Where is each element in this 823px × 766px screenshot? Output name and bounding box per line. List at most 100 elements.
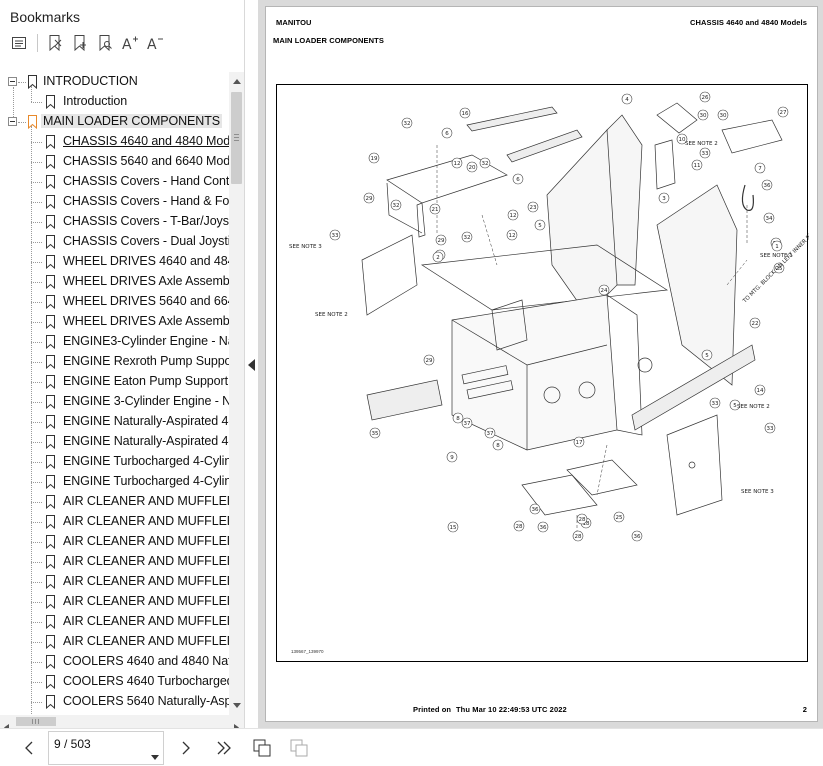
horizontal-scroll-thumb[interactable]: [16, 717, 56, 726]
svg-text:33: 33: [712, 401, 719, 407]
bookmark-item[interactable]: CHASSIS Covers - Hand Contro: [0, 172, 229, 192]
previous-page-icon[interactable]: [18, 737, 40, 759]
vertical-scroll-thumb[interactable]: [231, 92, 242, 184]
chevron-down-icon[interactable]: [151, 747, 159, 765]
bookmark-icon: [45, 395, 56, 414]
scroll-up-icon[interactable]: [229, 74, 244, 89]
bookmark-icon: [45, 535, 56, 554]
svg-text:A: A: [147, 37, 157, 51]
bookmark-item[interactable]: COOLERS 4640 Turbocharged M: [0, 672, 229, 692]
part-callout: 5: [534, 219, 546, 231]
bookmark-item[interactable]: AIR CLEANER AND MUFFLER 48: [0, 572, 229, 592]
reduce-text-icon[interactable]: A: [144, 33, 166, 53]
bookmark-item[interactable]: ENGINE Turbocharged 4-Cylinc: [0, 472, 229, 492]
bookmark-item[interactable]: CHASSIS Covers - Dual Joystick: [0, 232, 229, 252]
diagram-frame: 1632612203219229322112293261223542630302…: [276, 84, 809, 662]
doc-section-title: MAIN LOADER COMPONENTS: [273, 36, 384, 45]
bookmark-item[interactable]: WHEEL DRIVES 4640 and 4840 M: [0, 252, 229, 272]
bookmark-icon: [45, 95, 56, 114]
bookmark-icon: [45, 675, 56, 694]
svg-text:23: 23: [530, 205, 537, 211]
document-viewer[interactable]: MANITOU CHASSIS 4640 and 4840 Models MAI…: [258, 0, 823, 728]
part-callout: 32: [479, 157, 491, 169]
part-callout: 8: [492, 439, 504, 451]
fit-width-icon[interactable]: [288, 737, 310, 759]
bookmark-label: CHASSIS Covers - Hand & Foot: [63, 194, 229, 208]
bookmark-item[interactable]: ENGINE Naturally-Aspirated 4-C: [0, 432, 229, 452]
bookmark-item[interactable]: COOLERS 4640 and 4840 Natura: [0, 652, 229, 672]
diagram-note: SEE NOTE 2: [315, 312, 348, 318]
bookmark-item[interactable]: CHASSIS 5640 and 6640 Models: [0, 152, 229, 172]
bookmark-item[interactable]: WHEEL DRIVES Axle Assembly f: [0, 272, 229, 292]
next-page-icon[interactable]: [175, 737, 197, 759]
svg-text:6: 6: [445, 131, 449, 137]
bookmark-icon: [45, 415, 56, 434]
enlarge-text-icon[interactable]: A: [119, 33, 141, 53]
bookmark-group[interactable]: INTRODUCTION: [0, 72, 229, 92]
svg-text:37: 37: [487, 431, 494, 437]
svg-text:26: 26: [702, 95, 709, 101]
panel-splitter[interactable]: [244, 0, 258, 728]
bookmark-label: ENGINE Naturally-Aspirated 4-C: [63, 434, 229, 448]
page-selector[interactable]: 9 / 503: [48, 731, 164, 765]
bookmark-label: CHASSIS 5640 and 6640 Models: [63, 154, 229, 168]
svg-text:29: 29: [366, 196, 373, 202]
bookmark-item[interactable]: CHASSIS Covers - T-Bar/Joystic: [0, 212, 229, 232]
bookmark-icon: [45, 235, 56, 254]
part-callout: 20: [466, 161, 478, 173]
part-callout: 33: [699, 147, 711, 159]
bookmark-item[interactable]: WHEEL DRIVES 5640 and 6640 M: [0, 292, 229, 312]
bookmark-label: COOLERS 4640 Turbocharged M: [63, 674, 229, 688]
part-callout: 27: [777, 106, 789, 118]
bookmark-icon: [45, 635, 56, 654]
bookmark-item[interactable]: AIR CLEANER AND MUFFLER 46: [0, 552, 229, 572]
bookmark-item[interactable]: AIR CLEANER AND MUFFLER 46: [0, 512, 229, 532]
collapse-toggle-icon[interactable]: [8, 77, 17, 86]
add-bookmark-icon[interactable]: [69, 33, 91, 53]
bookmark-icon: [45, 275, 56, 294]
part-callout: 36: [529, 503, 541, 515]
svg-text:5: 5: [705, 353, 709, 359]
part-callout: 21: [429, 203, 441, 215]
bookmark-item[interactable]: AIR CLEANER AND MUFFLER 56: [0, 632, 229, 652]
bookmark-item[interactable]: AIR CLEANER AND MUFFLER 56: [0, 612, 229, 632]
bookmark-item[interactable]: ENGINE Rexroth Pump Support: [0, 352, 229, 372]
bookmark-item[interactable]: WHEEL DRIVES Axle Assembly f: [0, 312, 229, 332]
bookmark-item[interactable]: Introduction: [0, 92, 229, 112]
svg-text:8: 8: [456, 416, 460, 422]
bookmark-group[interactable]: MAIN LOADER COMPONENTS: [0, 112, 229, 132]
bookmark-item[interactable]: AIR CLEANER AND MUFFLER 48: [0, 592, 229, 612]
part-callout: 36: [631, 530, 643, 542]
bookmark-item[interactable]: ENGINE 3-Cylinder Engine - Na: [0, 392, 229, 412]
bookmark-item[interactable]: ENGINE Eaton Pump Support: [0, 372, 229, 392]
bookmark-label: AIR CLEANER AND MUFFLER 46: [63, 494, 229, 508]
bookmark-label: ENGINE 3-Cylinder Engine - Na: [63, 394, 229, 408]
bookmark-item[interactable]: ENGINE Naturally-Aspirated 4-C: [0, 412, 229, 432]
bookmark-icon: [45, 215, 56, 234]
bookmark-label: CHASSIS Covers - Hand Contro: [63, 174, 229, 188]
scroll-down-icon[interactable]: [229, 698, 244, 713]
last-page-icon[interactable]: [213, 737, 235, 759]
vertical-scrollbar[interactable]: [229, 72, 244, 715]
options-menu-icon[interactable]: [8, 33, 30, 53]
collapse-panel-icon[interactable]: [248, 358, 255, 376]
collapse-toggle-icon[interactable]: [8, 117, 17, 126]
bookmark-label: AIR CLEANER AND MUFFLER 56: [63, 614, 229, 628]
part-callout: 3: [658, 192, 670, 204]
bookmark-label: AIR CLEANER AND MUFFLER 46: [63, 554, 229, 568]
bookmark-item[interactable]: CHASSIS Covers - Hand & Foot: [0, 192, 229, 212]
bookmark-item[interactable]: CHASSIS 4640 and 4840 Models: [0, 132, 229, 152]
doc-brand: MANITOU: [276, 18, 312, 27]
horizontal-scrollbar[interactable]: [0, 715, 244, 731]
bookmark-item[interactable]: AIR CLEANER AND MUFFLER 46: [0, 532, 229, 552]
fit-page-icon[interactable]: [251, 737, 273, 759]
bookmark-item[interactable]: ENGINE Turbocharged 4-Cylinc: [0, 452, 229, 472]
bookmark-label: WHEEL DRIVES Axle Assembly f: [63, 274, 229, 288]
find-bookmark-icon[interactable]: [94, 33, 116, 53]
bookmark-item[interactable]: ENGINE3-Cylinder Engine - Nat: [0, 332, 229, 352]
expand-bookmark-icon[interactable]: [44, 33, 66, 53]
svg-text:27: 27: [780, 110, 787, 116]
bookmark-item[interactable]: COOLERS 5640 Naturally-Aspira: [0, 692, 229, 712]
bookmark-item[interactable]: AIR CLEANER AND MUFFLER 46: [0, 492, 229, 512]
svg-text:20: 20: [469, 165, 476, 171]
